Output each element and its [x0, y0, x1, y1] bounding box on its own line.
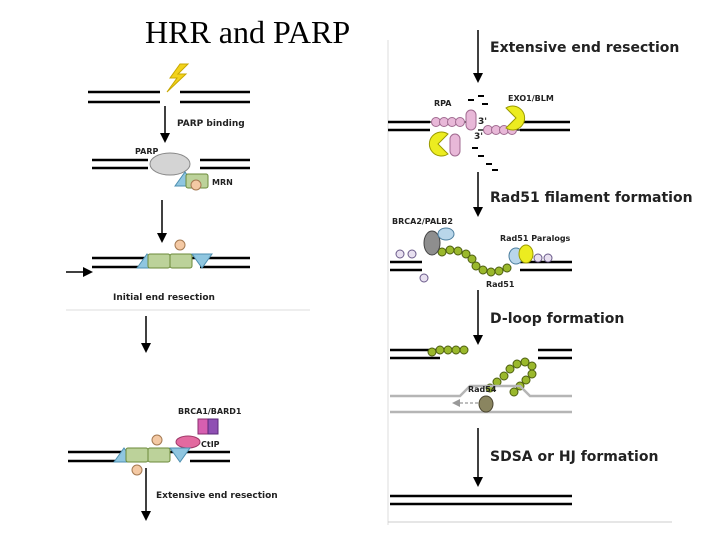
label-3prime-bottom: 3' — [474, 132, 483, 142]
rad51-beads-filament — [437, 245, 512, 277]
label-brca1-bard1: BRCA1/BARD1 — [178, 407, 242, 416]
label-parp: PARP — [135, 147, 158, 156]
exo1-blm-protein-top — [505, 105, 526, 131]
label-exo1-blm: EXO1/BLM — [508, 94, 554, 103]
palb2-protein — [437, 227, 455, 241]
lightning-icon — [166, 63, 190, 93]
brca2-protein — [423, 230, 441, 256]
step-rad51-filament: Rad51 filament formation — [490, 190, 693, 206]
step-dloop: D-loop formation — [490, 311, 624, 327]
label-rad51: Rad51 — [486, 280, 515, 289]
parp-protein — [149, 152, 191, 176]
rad51-paralogs — [508, 244, 534, 265]
dna-resection-rpa — [388, 95, 570, 171]
dna-template-gray — [390, 384, 572, 414]
brca1-bard1-complex — [197, 418, 219, 435]
mrn-complex — [174, 171, 209, 191]
step-extensive-resection-right: Extensive end resection — [490, 40, 679, 56]
dna-repaired — [390, 494, 572, 506]
exo1-blm-protein-bottom — [428, 131, 449, 157]
dna-dloop-donor — [390, 348, 572, 360]
label-mrn: MRN — [212, 178, 233, 187]
dna-damaged — [88, 90, 250, 104]
label-rpa: RPA — [434, 99, 452, 108]
step-initial-resection: Initial end resection — [113, 293, 215, 303]
rad51-beads-dloop — [427, 345, 537, 397]
dna-parp-mrn — [92, 158, 250, 170]
label-rad54: Rad54 — [468, 385, 497, 394]
dna-extensive-left — [68, 434, 230, 476]
step-extensive-resection-left: Extensive end resection — [156, 491, 278, 501]
label-3prime-top: 3' — [478, 117, 487, 127]
ctip-protein — [175, 435, 201, 449]
label-brca2-palb2: BRCA2/PALB2 — [392, 217, 453, 226]
slide-title: HRR and PARP — [145, 14, 351, 50]
step-parp-binding: PARP binding — [177, 119, 245, 129]
dna-initial-resection — [92, 239, 250, 269]
label-ctip: CtIP — [201, 440, 220, 449]
step-sdsa-hj: SDSA or HJ formation — [490, 449, 658, 465]
rad54-protein — [478, 395, 494, 413]
label-rad51-paralogs: Rad51 Paralogs — [500, 234, 571, 243]
